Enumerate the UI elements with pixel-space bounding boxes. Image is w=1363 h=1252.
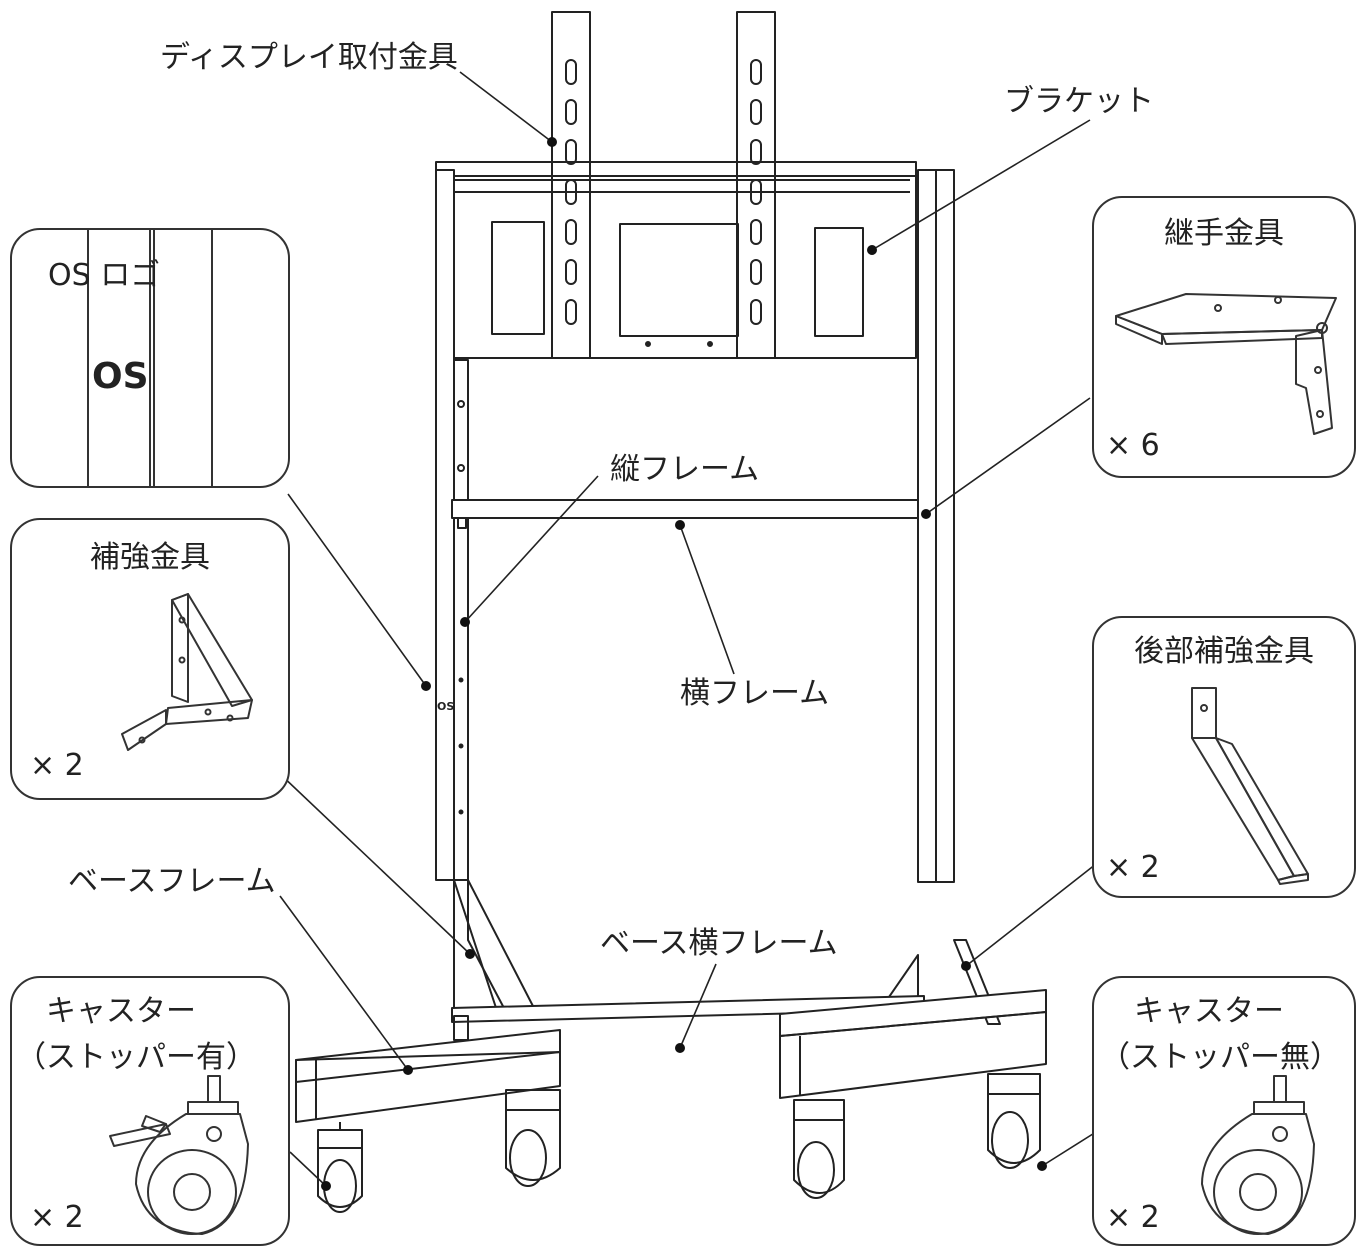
horizontal-frame — [451, 499, 919, 529]
label-base-horizontal-frame: ベース横フレーム — [600, 926, 838, 961]
callout-os-logo: OS ロゴ OS — [10, 228, 290, 488]
caster-no-stopper-subtitle: （ストッパー無） — [1100, 1040, 1340, 1075]
caster-front-center-right — [793, 1099, 845, 1199]
caster-stopper-subtitle: （ストッパー有） — [16, 1040, 256, 1075]
label-display-bracket: ディスプレイ取付金具 — [160, 40, 458, 75]
caster-stopper-qty: × 2 — [30, 1200, 84, 1235]
os-logo-title: OS ロゴ — [48, 258, 161, 293]
joint-qty: × 6 — [1106, 428, 1160, 463]
label-horizontal-frame: 横フレーム — [680, 676, 830, 711]
caster-stopper-title: キャスター — [46, 994, 196, 1029]
callout-rear-reinforcement: 後部補強金具 × 2 — [1092, 616, 1356, 898]
vertical-frame-left — [435, 169, 469, 881]
frame-os-logo: OS — [437, 700, 455, 713]
caster-no-stopper-title: キャスター — [1134, 994, 1284, 1029]
rear-reinforcement-title: 後部補強金具 — [1134, 634, 1314, 669]
joint-bracket-icon — [1115, 293, 1337, 435]
label-base-frame: ベースフレーム — [68, 864, 276, 899]
leader-lines — [277, 71, 1097, 1187]
callout-caster-no-stopper: キャスター （ストッパー無） × 2 — [1092, 976, 1356, 1246]
reinforcement-qty: × 2 — [30, 748, 84, 783]
bracket-assembly — [435, 161, 917, 359]
reinforcement-bracket-icon — [121, 593, 253, 751]
display-mount-rail-left — [551, 11, 591, 359]
callout-caster-with-stopper: キャスター （ストッパー有） × 2 — [10, 976, 290, 1246]
rear-reinforcement-qty: × 2 — [1106, 850, 1160, 885]
caster-front-left — [317, 1122, 363, 1213]
caster-no-stopper-qty: × 2 — [1106, 1200, 1160, 1235]
caster-no-stopper-icon — [1201, 1075, 1315, 1235]
callout-dots — [321, 137, 1047, 1191]
callout-reinforcement-bracket: 補強金具 × 2 — [10, 518, 290, 800]
joint-title: 継手金具 — [1164, 216, 1284, 251]
os-logo-mark: OS — [92, 356, 149, 397]
vertical-frame-right — [917, 169, 955, 883]
reinforcement-title: 補強金具 — [90, 540, 210, 575]
caster-with-stopper-icon — [109, 1075, 249, 1235]
callout-joint-bracket: 継手金具 × 6 — [1092, 196, 1356, 478]
base-frame-left — [295, 1029, 561, 1123]
rear-reinforcement-icon — [1191, 687, 1309, 885]
label-bracket: ブラケット — [1004, 84, 1154, 119]
label-vertical-frame: 縦フレーム — [610, 452, 760, 487]
display-mount-rail-right — [736, 11, 776, 359]
caster-front-right — [987, 1073, 1041, 1169]
base-frame-right — [779, 989, 1047, 1099]
os-logo-frame-illustration — [87, 230, 213, 486]
caster-front-center-left — [505, 1089, 561, 1187]
